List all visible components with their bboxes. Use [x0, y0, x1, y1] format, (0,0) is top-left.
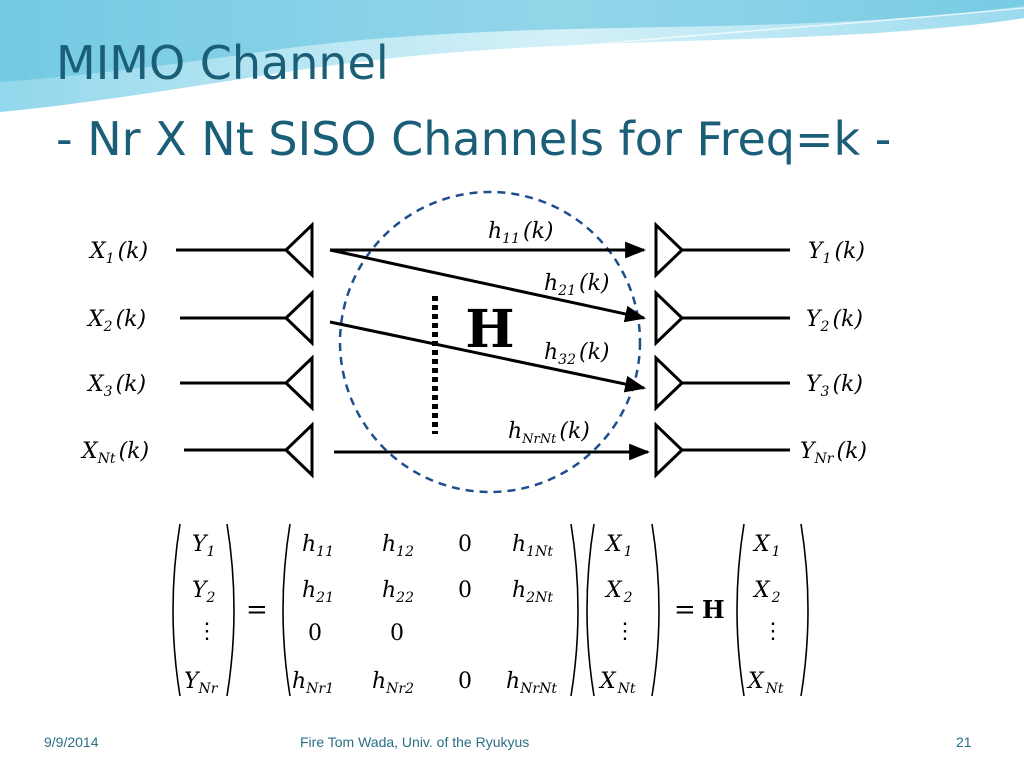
- h-matrix: h11 h12 0 h1Nt h21 h22 0 h2Nt 0 0 hNr1 h…: [292, 532, 557, 697]
- svg-text:h11: h11: [302, 532, 334, 560]
- svg-text:XNt: XNt: [746, 669, 784, 697]
- output-label-nr: YNr(k): [800, 439, 867, 467]
- svg-text:0: 0: [390, 621, 404, 646]
- svg-text:h22: h22: [382, 578, 414, 606]
- input-label-3: X3(k): [86, 372, 146, 400]
- output-label-3: Y3(k): [806, 372, 863, 400]
- diagram-matrix-symbol: H: [465, 299, 514, 360]
- channel-label-h32: h32(k): [544, 340, 610, 368]
- header-swoosh-decoration: [0, 0, 1024, 112]
- rx-antennas: [654, 221, 685, 479]
- input-label-1: X1(k): [88, 239, 148, 267]
- output-label-2: Y2(k): [806, 307, 863, 335]
- svg-text:X2: X2: [752, 578, 781, 606]
- svg-text:0: 0: [458, 669, 472, 694]
- footer-page-number: 21: [956, 734, 972, 750]
- tx-feed-lines: [176, 248, 286, 452]
- svg-text:YNr: YNr: [184, 669, 219, 697]
- svg-text:h12: h12: [382, 532, 414, 560]
- footer-author: Fire Tom Wada, Univ. of the Ryukyus: [300, 734, 530, 750]
- slide-title-line1: MIMO Channel: [56, 36, 389, 90]
- tx-antennas: [283, 221, 314, 479]
- svg-text:h1Nt: h1Nt: [512, 532, 553, 560]
- svg-text:0: 0: [308, 621, 322, 646]
- arrow-h32: [329, 320, 647, 393]
- footer-date: 9/9/2014: [44, 734, 99, 750]
- svg-text:X2: X2: [604, 578, 633, 606]
- matrix-equation: Y1 Y2 ⋮ YNr = h11 h12 0 h1Nt h21 h22 0 h…: [172, 523, 809, 697]
- svg-text:X1: X1: [752, 532, 781, 560]
- svg-text:h21: h21: [302, 578, 334, 606]
- svg-text:⋮: ⋮: [196, 619, 218, 644]
- channel-label-hNrNt: hNrNt(k): [508, 419, 590, 447]
- channel-arrows: [329, 241, 651, 461]
- svg-text:X1: X1: [604, 532, 633, 560]
- svg-text:Y1: Y1: [192, 532, 215, 560]
- svg-text:h2Nt: h2Nt: [512, 578, 553, 606]
- input-label-nt: XNt(k): [80, 439, 149, 467]
- svg-text:hNr1: hNr1: [292, 669, 334, 697]
- svg-text:XNt: XNt: [598, 669, 636, 697]
- equals-sign-2: =: [674, 595, 696, 625]
- channel-label-h21: h21(k): [544, 271, 610, 299]
- channel-circle: [338, 190, 642, 494]
- rx-feed-lines: [682, 248, 790, 452]
- arrow-h21: [329, 248, 647, 323]
- svg-text:0: 0: [458, 532, 472, 557]
- slide-title-line2: - Nr X Nt SISO Channels for Freq=k -: [56, 112, 892, 166]
- equals-sign: =: [246, 595, 268, 625]
- svg-text:⋮: ⋮: [762, 619, 784, 644]
- channel-label-h11: h11(k): [488, 219, 554, 247]
- equation-matrix-symbol: H: [702, 595, 725, 624]
- y-vector: Y1 Y2 ⋮ YNr: [184, 532, 219, 697]
- svg-text:Y2: Y2: [192, 578, 216, 606]
- input-label-2: X2(k): [86, 307, 146, 335]
- svg-text:hNrNt: hNrNt: [506, 669, 557, 697]
- svg-text:0: 0: [458, 578, 472, 603]
- output-label-1: Y1(k): [808, 239, 865, 267]
- svg-text:hNr2: hNr2: [372, 669, 414, 697]
- svg-text:⋮: ⋮: [614, 619, 636, 644]
